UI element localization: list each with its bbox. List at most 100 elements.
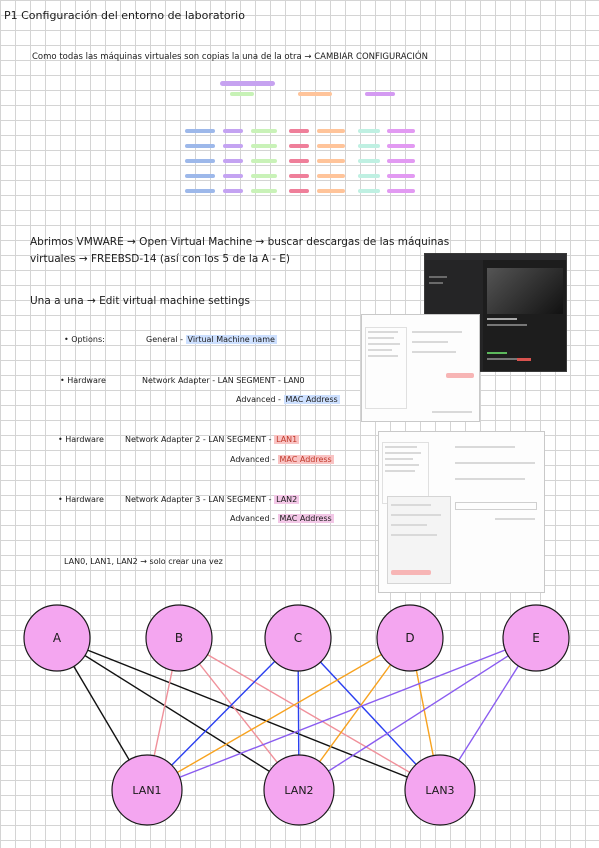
machine-node-e-label: E bbox=[532, 631, 540, 645]
hardware-advanced-line: Advanced - MAC Address bbox=[236, 395, 340, 404]
blurred-strip bbox=[317, 189, 345, 193]
blurred-strip bbox=[185, 144, 215, 148]
machine-node-b: B bbox=[145, 604, 213, 672]
blurred-strip bbox=[251, 144, 277, 148]
steps-line-3: Una a una → Edit virtual machine setting… bbox=[30, 295, 251, 307]
hardware-advanced-prefix: Advanced - bbox=[230, 514, 278, 523]
lan-node-lan1: LAN1 bbox=[111, 754, 183, 826]
blurred-strip bbox=[387, 174, 415, 178]
link-b-lan3 bbox=[178, 637, 441, 791]
hardware-label: • Hardware bbox=[58, 435, 104, 444]
machine-node-e-circle bbox=[502, 604, 570, 672]
link-d-lan1 bbox=[146, 637, 411, 791]
hardware-adapter-line: Network Adapter - LAN SEGMENT - LAN0 bbox=[142, 376, 305, 385]
hardware-adapter-line: Network Adapter 3 - LAN SEGMENT - LAN2 bbox=[125, 495, 300, 504]
blurred-strip bbox=[223, 189, 243, 193]
lan-node-lan1-circle bbox=[111, 754, 183, 826]
hardware-adapter-text: Network Adapter 2 - LAN SEGMENT - bbox=[125, 435, 275, 444]
blurred-strip bbox=[387, 159, 415, 163]
lan-node-lan1-label: LAN1 bbox=[132, 784, 161, 797]
hardware-adapter-line: Network Adapter 2 - LAN SEGMENT - LAN1 bbox=[125, 435, 300, 444]
blurred-strip bbox=[289, 129, 309, 133]
mac-address-highlight: MAC Address bbox=[277, 455, 334, 464]
steps-line-1: Abrimos VMWARE → Open Virtual Machine → … bbox=[30, 236, 450, 248]
blurred-strip bbox=[387, 189, 415, 193]
hardware-adapter-text: Network Adapter 3 - LAN SEGMENT - bbox=[125, 495, 275, 504]
blurred-strip bbox=[289, 174, 309, 178]
network-adapter-screenshot bbox=[378, 431, 545, 593]
network-diagram: A B C D E LAN1 LAN2 LAN3 bbox=[23, 604, 570, 826]
intro-note: Como todas las máquinas virtuales son co… bbox=[32, 52, 428, 62]
blurred-strip bbox=[358, 159, 380, 163]
hardware-advanced-line: Advanced - MAC Address bbox=[230, 514, 334, 523]
machine-node-b-circle bbox=[145, 604, 213, 672]
link-e-lan1 bbox=[146, 637, 537, 791]
machine-node-e: E bbox=[502, 604, 570, 672]
steps-line-2: virtuales → FREEBSD-14 (así con los 5 de… bbox=[30, 253, 290, 265]
page-title: P1 Configuración del entorno de laborato… bbox=[4, 9, 245, 22]
machine-node-a-label: A bbox=[53, 631, 62, 645]
blurred-strip bbox=[251, 129, 277, 133]
hardware-lan: LAN1 bbox=[274, 435, 300, 444]
blurred-strip bbox=[358, 144, 380, 148]
blurred-strip bbox=[185, 174, 215, 178]
blurred-strip bbox=[289, 189, 309, 193]
blurred-strip bbox=[317, 129, 345, 133]
lan-node-lan2-circle bbox=[263, 754, 335, 826]
blurred-strip bbox=[223, 144, 243, 148]
blurred-strip bbox=[185, 159, 215, 163]
blurred-strip bbox=[387, 129, 415, 133]
blurred-screenshot-strips bbox=[185, 81, 415, 193]
blurred-strip bbox=[223, 174, 243, 178]
machine-node-c: C bbox=[264, 604, 332, 672]
blurred-strip bbox=[317, 174, 345, 178]
machine-node-c-circle bbox=[264, 604, 332, 672]
hardware-label: • Hardware bbox=[58, 495, 104, 504]
hardware-adapter-text: Network Adapter - LAN SEGMENT - bbox=[142, 376, 284, 385]
blurred-strip bbox=[317, 159, 345, 163]
machine-node-d-label: D bbox=[405, 631, 414, 645]
blurred-strip bbox=[251, 189, 277, 193]
blurred-strip bbox=[289, 159, 309, 163]
machine-node-d-circle bbox=[376, 604, 444, 672]
footer-note: LAN0, LAN1, LAN2 → solo crear una vez bbox=[64, 557, 223, 566]
hardware-advanced-prefix: Advanced - bbox=[236, 395, 284, 404]
lan-node-lan3-circle bbox=[404, 754, 476, 826]
mac-address-highlight: MAC Address bbox=[283, 395, 340, 404]
lan-node-lan3-label: LAN3 bbox=[425, 784, 454, 797]
blurred-strip bbox=[387, 144, 415, 148]
machine-node-c-label: C bbox=[294, 631, 302, 645]
blurred-strip bbox=[223, 129, 243, 133]
options-label: • Options: bbox=[64, 335, 105, 344]
lan-node-lan2-label: LAN2 bbox=[284, 784, 313, 797]
lan-node-lan3: LAN3 bbox=[404, 754, 476, 826]
blurred-strip bbox=[289, 144, 309, 148]
hardware-label: • Hardware bbox=[60, 376, 106, 385]
machine-node-b-label: B bbox=[175, 631, 183, 645]
machine-node-a-circle bbox=[23, 604, 91, 672]
link-a-lan2 bbox=[56, 637, 300, 791]
blurred-strip bbox=[251, 174, 277, 178]
options-value-highlight: Virtual Machine name bbox=[185, 335, 277, 344]
hardware-advanced-line: Advanced - MAC Address bbox=[230, 455, 334, 464]
vm-settings-screenshot bbox=[361, 314, 480, 422]
blurred-strip bbox=[223, 159, 243, 163]
blurred-strip bbox=[358, 189, 380, 193]
link-e-lan2 bbox=[298, 637, 537, 791]
blurred-strip bbox=[358, 129, 380, 133]
options-value: General - Virtual Machine name bbox=[146, 335, 277, 344]
mac-address-highlight: MAC Address bbox=[277, 514, 334, 523]
blurred-strip bbox=[358, 174, 380, 178]
hardware-advanced-prefix: Advanced - bbox=[230, 455, 278, 464]
link-a-lan3 bbox=[56, 637, 441, 791]
machine-node-a: A bbox=[23, 604, 91, 672]
blurred-strip bbox=[185, 189, 215, 193]
hardware-lan: LAN2 bbox=[274, 495, 300, 504]
lan-node-lan2: LAN2 bbox=[263, 754, 335, 826]
blurred-strip bbox=[251, 159, 277, 163]
options-value-prefix: General - bbox=[146, 335, 183, 344]
blurred-strip bbox=[317, 144, 345, 148]
link-c-lan1 bbox=[146, 637, 299, 791]
blurred-strip bbox=[185, 129, 215, 133]
